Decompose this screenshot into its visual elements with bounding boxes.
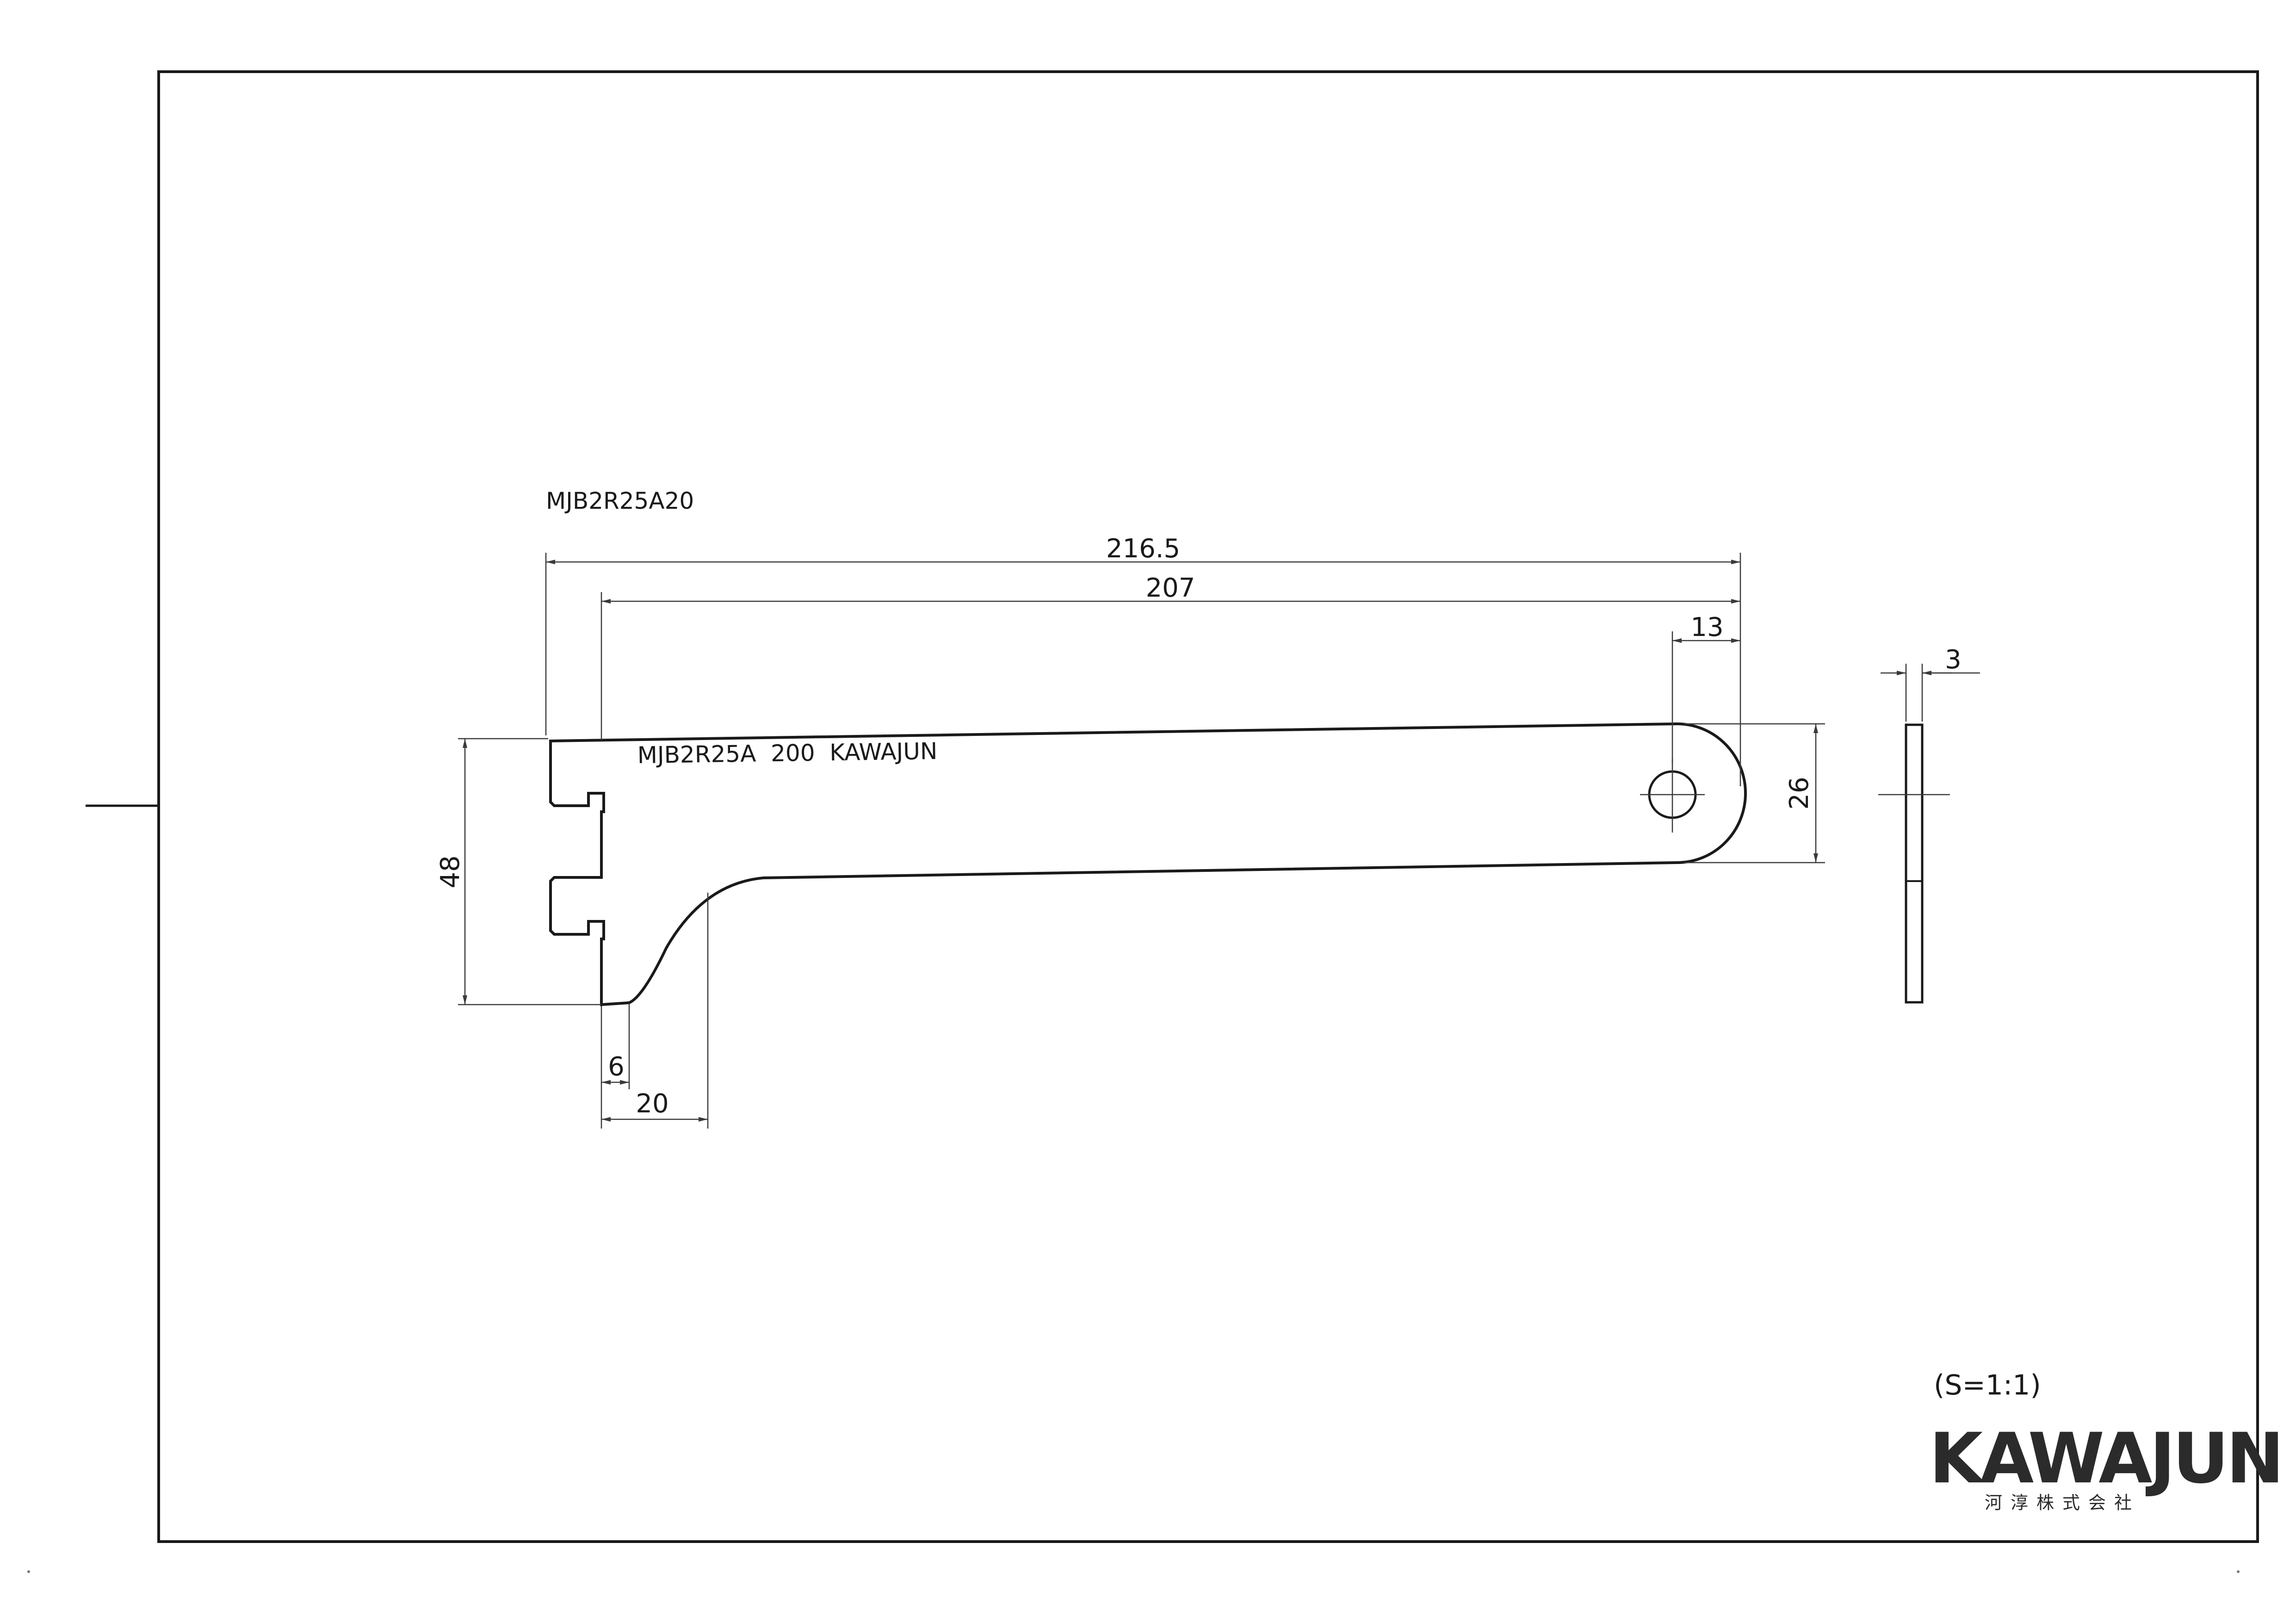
- dimension-hook-offset-text: 6: [608, 1052, 625, 1082]
- corner-dot-left: [27, 1570, 30, 1573]
- dimension-hole-offset-text: 13: [1690, 612, 1723, 642]
- side-view-plate: [1905, 723, 1924, 1004]
- dimension-overall-length: 216.5: [545, 534, 1741, 786]
- dimension-overall-length-text: 216.5: [1106, 534, 1180, 564]
- dimension-hook-offset: 6: [600, 1004, 630, 1129]
- bracket-engraving: MJB2R25A 200 KAWAJUN: [637, 738, 937, 769]
- kawajun-logo: KAWAJUN 河淳株式会社: [1929, 1419, 2284, 1513]
- logo-company-text: 河淳株式会社: [1985, 1493, 2140, 1513]
- scale-note: (S=1:1): [1934, 1369, 2041, 1401]
- corner-dot-right: [2237, 1570, 2240, 1573]
- dimension-thickness: 3: [1881, 645, 1980, 722]
- dimension-end-height: 26: [1684, 723, 1825, 864]
- bracket-outline: [549, 722, 1747, 1006]
- dimension-hole-offset: 13: [1671, 612, 1740, 763]
- dimension-total-height: 48: [435, 738, 601, 1006]
- logo-brand-text: KAWAJUN: [1929, 1419, 2282, 1499]
- dimension-end-height-text: 26: [1784, 777, 1814, 809]
- dimension-total-height-text: 48: [435, 855, 465, 888]
- dimension-arm-length-text: 207: [1146, 573, 1195, 603]
- dimension-gusset-width: 20: [601, 893, 709, 1129]
- dimension-thickness-text: 3: [1945, 645, 1962, 675]
- dimension-arm-length: 207: [600, 573, 1740, 740]
- part-number-label: MJB2R25A20: [546, 488, 694, 514]
- drawing-frame: [157, 70, 2259, 1543]
- dimension-gusset-width-text: 20: [636, 1089, 668, 1119]
